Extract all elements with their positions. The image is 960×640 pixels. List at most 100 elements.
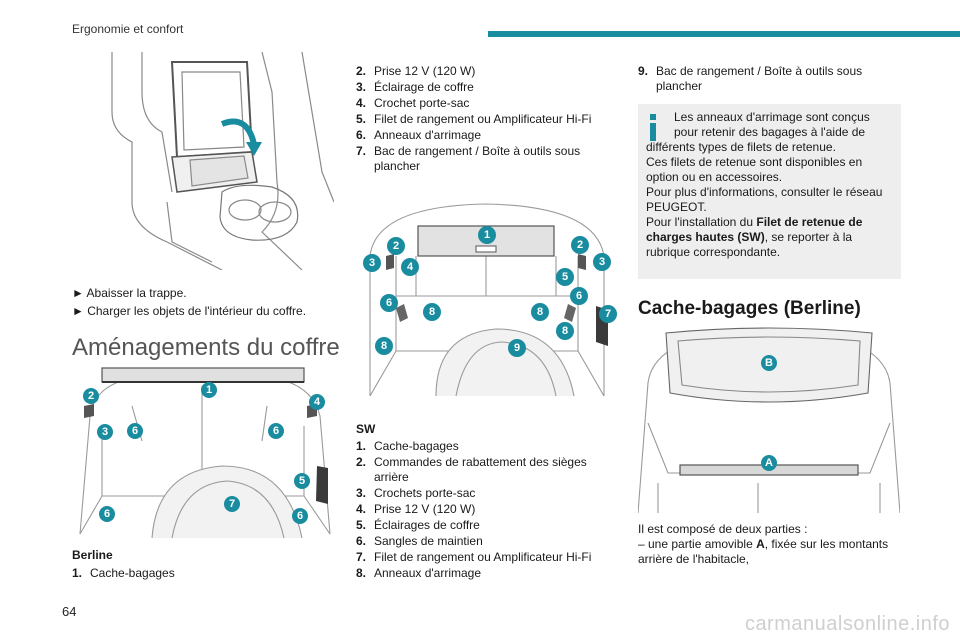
berline-badge-6d (292, 508, 308, 524)
berline-item-list-continued: 2. Prise 12 V (120 W) 3.Éclairage de coff… (356, 64, 618, 174)
item-text: Crochets porte-sac (374, 486, 476, 500)
watermark: carmanualsonline.info (744, 613, 950, 635)
berline-badge-label-7: 7 (229, 498, 235, 510)
item-number: 2. (356, 455, 367, 469)
note-text-segment: , se reporter à la rubrique correspondan… (646, 230, 853, 259)
sw-badge-7 (599, 305, 617, 323)
sw-badge-8c (375, 337, 393, 355)
item-number: 5. (356, 112, 367, 126)
berline-badge-label-6c: 6 (104, 508, 110, 520)
berline-badge-label-2: 2 (88, 390, 94, 402)
berline-item: 5. Filet de rangement ou Amplificateur Hi… (356, 112, 618, 127)
sw-badge-label-8b: 8 (537, 306, 543, 318)
berline-badge-label-6d: 6 (297, 510, 303, 522)
instruction-load-items: ► Charger les objets de l'intérieur du c… (72, 304, 307, 318)
sw-badge-label-6b: 6 (576, 290, 582, 302)
note-bold-segment: Filet de retenue de charges hautes (SW) (646, 215, 863, 244)
berline-badge-3 (97, 424, 113, 440)
note-text-segment: Pour l'installation du (646, 215, 757, 229)
sw-badge-label-7: 7 (605, 308, 611, 320)
item-text: Filet de rangement ou Amplificateur Hi-F… (374, 550, 592, 564)
section-heading-luggage-cover: Cache-bagages (Berline) (638, 298, 861, 319)
sw-item: 5.Éclairages de coffre (356, 518, 618, 533)
item-text: Prise 12 V (120 W) (374, 502, 476, 516)
sw-badge-label-6a: 6 (386, 297, 392, 309)
item-number: 8. (356, 566, 367, 580)
sw-item-list-continued: 9. Bac de rangement / Boîte à outils sous… (638, 64, 900, 94)
sw-badge-8d (556, 322, 574, 340)
armrest-hatch-illustration (111, 52, 334, 270)
berline-badge-1 (201, 382, 217, 398)
sw-badge-label-5: 5 (562, 271, 568, 283)
sw-item: 9. Bac de rangement / Boîte à outils sous… (638, 64, 900, 94)
berline-item: 7.Bac de rangement / Boîte à outils sous… (356, 144, 618, 174)
armrest-hatch-figure (72, 52, 334, 270)
sw-badge-label-8c: 8 (381, 340, 387, 352)
sw-badge-1 (478, 226, 496, 244)
item-text: Commandes de rabattement des sièges arri… (374, 455, 587, 484)
item-number: 2. (356, 64, 367, 78)
cover-description-line: – une partie amovible A, fixée sur les m… (638, 537, 900, 567)
berline-badge-5 (294, 473, 310, 489)
sw-badge-8b (531, 303, 549, 321)
berline-item: 4.Crochet porte-sac (356, 96, 618, 111)
note-line: Les anneaux d'arrimage sont conçus (674, 110, 870, 124)
item-number: 9. (638, 64, 649, 78)
item-text: Filet de rangement ou Amplificateur Hi-F… (374, 112, 592, 126)
berline-trunk-figure: 1 2 3 4 5 6 6 6 6 7 (72, 366, 334, 538)
berline-badge-6a (127, 423, 143, 439)
info-note-text: Les anneaux d'arrimage sont conçus pour … (646, 110, 896, 260)
berline-item: 6.Anneaux d'arrimage (356, 128, 618, 143)
item-text: Prise 12 V (120 W) (374, 64, 476, 78)
note-line: Ces filets de retenue sont disponibles e… (646, 155, 863, 184)
sw-badge-label-8a: 8 (429, 306, 435, 318)
berline-badge-label-4: 4 (314, 396, 321, 408)
sw-item: 1.Cache-bagages (356, 439, 618, 454)
berline-badge-label-6a: 6 (132, 425, 138, 437)
section-heading-trunk-fittings: Aménagements du coffre (72, 334, 340, 361)
header-title: Ergonomie et confort (72, 22, 184, 36)
sw-badge-label-2a: 2 (393, 240, 399, 252)
sw-badge-5 (556, 268, 574, 286)
item-text: Bac de rangement / Boîte à outils sous p… (656, 64, 863, 93)
sw-badge-6a (380, 294, 398, 312)
item-number: 1. (72, 566, 83, 580)
sw-label: SW (356, 422, 376, 436)
item-text: Anneaux d'arrimage (374, 566, 482, 580)
sw-badge-label-4: 4 (407, 261, 414, 273)
berline-badge-4 (309, 394, 325, 410)
instruction-lower-hatch: ► Abaisser la trappe. (72, 286, 187, 300)
sw-badge-label-3b: 3 (599, 256, 605, 268)
item-text: Sangles de maintien (374, 534, 483, 548)
berline-item-list: 1. Cache-bagages (72, 566, 334, 581)
item-number: 3. (356, 80, 367, 94)
sw-badge-3b (593, 253, 611, 271)
desc-text-segment: , fixée sur les montants arrière de l'ha… (638, 537, 889, 566)
cover-badge-label-a: A (765, 457, 773, 469)
desc-bold-segment: A (756, 537, 765, 551)
item-text: Bac de rangement / Boîte à outils sous p… (374, 144, 581, 173)
sw-badge-8a (423, 303, 441, 321)
sw-badge-9 (508, 339, 526, 357)
berline-item: 3.Éclairage de coffre (356, 80, 618, 95)
sw-badge-label-3a: 3 (369, 257, 375, 269)
sw-item: 2. Commandes de rabattement des sièges ar… (356, 455, 618, 485)
item-text: Anneaux d'arrimage (374, 128, 482, 142)
item-text: Cache-bagages (90, 566, 175, 580)
sw-badge-3a (363, 254, 381, 272)
berline-badge-6c (99, 506, 115, 522)
item-text: Cache-bagages (374, 439, 459, 453)
berline-item: 1. Cache-bagages (72, 566, 334, 581)
luggage-cover-illustration: B A (638, 327, 900, 513)
item-text: Crochet porte-sac (374, 96, 470, 110)
note-line: pour retenir des bagages à l'aide de (674, 125, 866, 139)
sw-trunk-figure: 1 2 2 3 3 4 5 6 6 7 8 8 8 8 9 (356, 196, 618, 401)
berline-badge-label-5: 5 (299, 475, 305, 487)
berline-badge-6b (268, 423, 284, 439)
page-number: 64 (62, 604, 77, 619)
item-number: 3. (356, 486, 367, 500)
sw-trunk-illustration: 1 2 2 3 3 4 5 6 6 7 8 8 8 8 9 (363, 203, 617, 397)
note-line: différents types de filets de retenue. (646, 140, 836, 154)
luggage-cover-figure: B A (638, 323, 900, 513)
item-text: Éclairages de coffre (374, 518, 480, 532)
